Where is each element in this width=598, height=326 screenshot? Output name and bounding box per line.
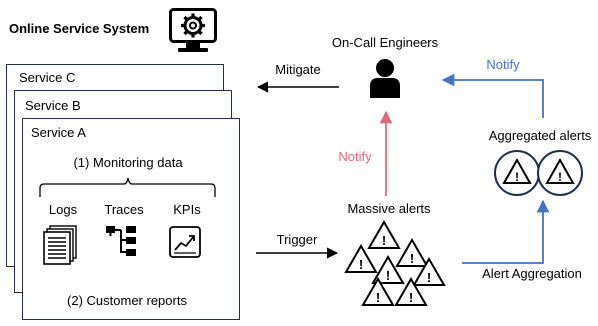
monitoring-title: (1) Monitoring data [73, 155, 183, 170]
svg-text:!: ! [382, 233, 386, 248]
warning-circle-icon: ! [494, 150, 540, 196]
person-icon [370, 59, 400, 98]
warning-triangle-icon: ! [395, 237, 429, 267]
warning-triangle-icon: ! [371, 254, 405, 284]
warning-triangle-icon: ! [344, 243, 378, 273]
svg-text:!: ! [410, 251, 414, 266]
warning-triangle-icon: ! [361, 276, 395, 306]
massive-alerts-label: Massive alerts [347, 201, 431, 216]
trigger-label: Trigger [276, 232, 318, 247]
traces-label: Traces [104, 202, 144, 217]
svg-text:!: ! [515, 170, 519, 184]
svg-text:!: ! [376, 290, 380, 305]
line-chart-icon [169, 226, 201, 258]
mitigate-label: Mitigate [275, 62, 321, 77]
warning-triangle-icon: ! [412, 256, 446, 286]
customer-reports-label: (2) Customer reports [67, 293, 187, 308]
notify-blue-label: Notify [486, 57, 520, 72]
warning-circle-icon: ! [537, 150, 583, 196]
service-b-label: Service B [25, 98, 81, 113]
service-card-a: Service A [22, 118, 240, 320]
notify-red-label: Notify [338, 149, 372, 164]
svg-text:!: ! [558, 170, 562, 184]
system-title: Online Service System [9, 21, 150, 36]
kpis-label: KPIs [173, 202, 201, 217]
service-c-label: Service C [19, 70, 76, 85]
monitoring-brace [39, 177, 216, 197]
engineers-label: On-Call Engineers [331, 35, 439, 50]
warning-triangle-icon: ! [367, 219, 401, 249]
service-a-label: Service A [31, 125, 86, 140]
logs-label: Logs [48, 202, 78, 217]
gear-monitor-icon [169, 8, 217, 52]
trace-tree-icon [106, 226, 136, 256]
aggregation-label: Alert Aggregation [482, 266, 582, 281]
aggregated-alerts-label: Aggregated alerts [488, 128, 592, 143]
aggregation-arrow [462, 199, 550, 264]
warning-triangle-icon: ! [394, 276, 428, 306]
svg-text:!: ! [359, 257, 363, 272]
documents-icon [43, 225, 77, 265]
notify-blue-arrow [441, 73, 544, 118]
massive-alerts-cluster: ! ! ! ! ! ! ! [344, 219, 446, 306]
svg-text:!: ! [386, 268, 390, 283]
svg-text:!: ! [409, 290, 413, 305]
svg-text:!: ! [427, 270, 431, 285]
